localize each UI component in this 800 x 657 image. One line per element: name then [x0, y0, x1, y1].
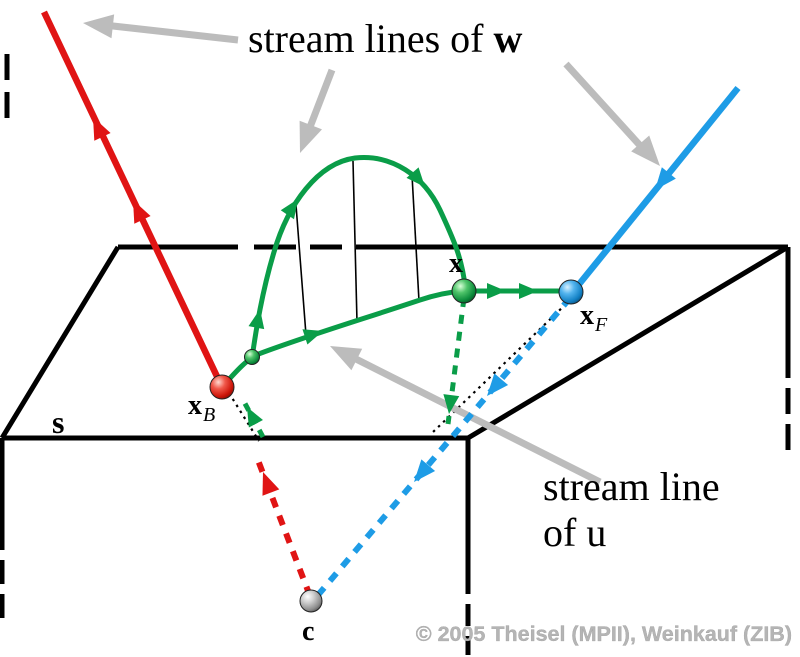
green-arrowhead-icon — [302, 329, 323, 345]
label-xb-sub: B — [203, 404, 215, 426]
label-point-xf: xF — [580, 300, 608, 336]
red-arrowhead-icon — [93, 117, 111, 141]
annotation-arrow-to-green-arch — [299, 68, 336, 153]
annotation-arrowhead-icon — [299, 120, 322, 153]
red-streamline-of-w — [41, 10, 313, 598]
green-streamline-on-plane — [220, 288, 463, 389]
title-prefix: stream lines of — [248, 16, 484, 61]
projection-dotted-line-xb — [228, 392, 260, 442]
annotation-arrow-to-blue-streamline — [563, 61, 660, 166]
arch-projection-lines — [295, 160, 420, 336]
annotation-arrow-line — [94, 20, 239, 44]
green-dashed-arrowhead-icon — [247, 407, 263, 428]
critical-points — [209, 278, 584, 613]
green-streamline-arch — [249, 155, 468, 359]
red-dashed-arrowhead-icon — [262, 472, 280, 496]
red-arrowhead-icon — [133, 200, 151, 224]
label-plane-s: s — [52, 404, 64, 440]
arch-projection-line-1 — [295, 204, 307, 336]
label-xf-main: x — [580, 300, 594, 331]
label-point-c: c — [302, 616, 314, 647]
label-point-x: x — [449, 248, 463, 279]
label-xb-main: x — [188, 390, 202, 421]
annotation-arrowhead-icon — [631, 135, 660, 166]
title-bold-w: w — [494, 16, 523, 61]
dotted-projection-lines — [228, 303, 567, 442]
annotation-arrowhead-icon — [83, 14, 115, 39]
watermark-copyright: © 2005 Theisel (MPII), Weinkauf (ZIB) — [416, 622, 792, 646]
point-c-sphere — [299, 589, 323, 613]
blue-dashed-arrowhead-icon — [414, 459, 436, 482]
annotation-arrowhead-icon — [330, 346, 363, 371]
blue-dashed-arrowhead-icon — [487, 373, 509, 396]
annotation-arrow-line — [350, 353, 602, 486]
blue-dashed-streamline-below-plane — [315, 296, 573, 597]
green-arrowhead-icon — [280, 199, 298, 220]
arch-projection-line-2 — [352, 160, 358, 323]
red-dashed-streamline-below-plane — [253, 453, 313, 598]
point-x-sphere — [451, 278, 477, 304]
point-xf-sphere — [558, 279, 584, 305]
plane-left-edge — [0, 245, 121, 440]
arch-projection-line-3 — [411, 174, 420, 302]
annotation-arrow-line — [563, 61, 649, 155]
red-streamline — [41, 10, 225, 389]
label-stream-line-of-u-line2: of u — [543, 510, 606, 555]
plane-right-edge — [466, 244, 790, 441]
label-point-xb: xB — [188, 390, 215, 426]
green-arrowhead-icon — [406, 167, 425, 187]
blue-arrowhead-icon — [655, 167, 676, 190]
small-green-sphere — [244, 349, 260, 365]
green-arrowhead-icon — [487, 283, 506, 299]
label-stream-line-of-u-line1: stream line — [543, 464, 720, 509]
green-arrowhead-icon — [519, 283, 538, 299]
green-streamline-group — [220, 155, 560, 439]
green-arrowhead-icon — [248, 309, 265, 330]
annotation-arrows — [83, 14, 660, 486]
annotation-arrow-to-red-streamline — [83, 14, 239, 44]
projection-dotted-line-xf — [431, 303, 567, 434]
point-xb-sphere — [209, 374, 235, 400]
blue-streamline-of-w — [315, 85, 741, 597]
green-dashed-arrowhead-icon — [443, 394, 460, 414]
plane-s-outline — [0, 54, 791, 655]
label-xf-sub: F — [594, 314, 608, 336]
annotation-arrow-to-u-streamline — [330, 346, 602, 486]
